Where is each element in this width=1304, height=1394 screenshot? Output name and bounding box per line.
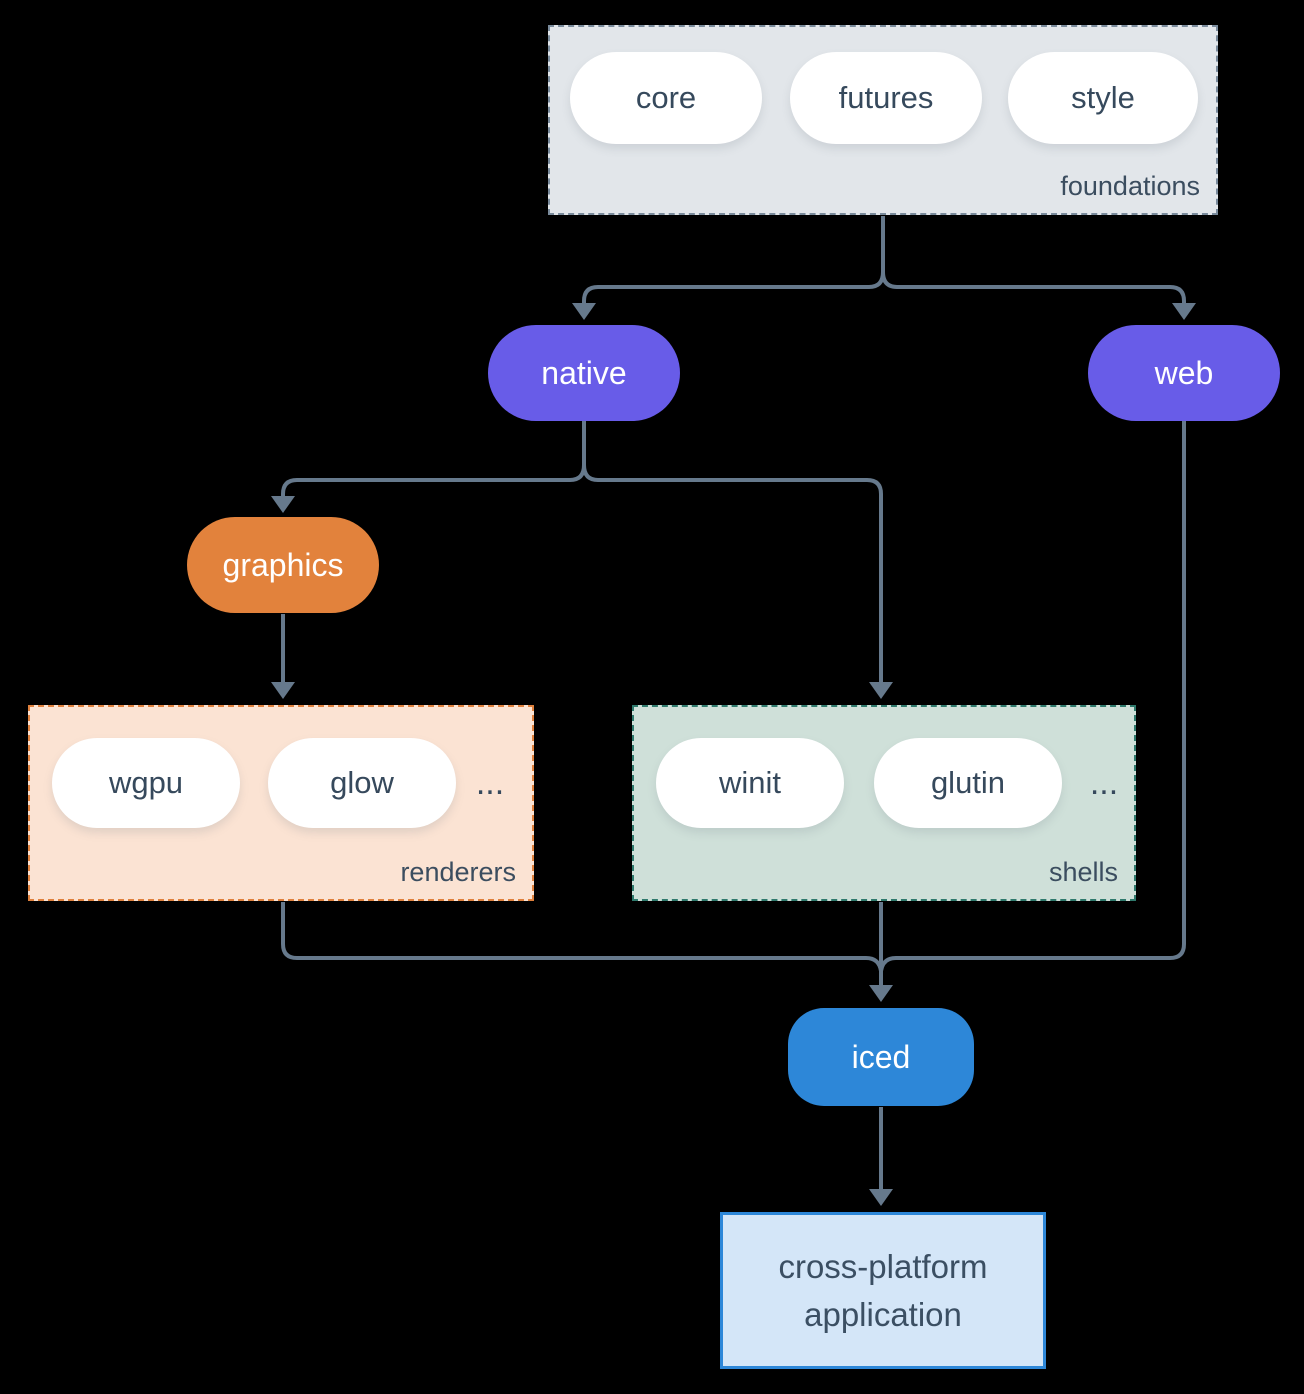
- edge-fork-native-left-fillet: [569, 464, 586, 482]
- edge-fork-native-right-fillet: [582, 464, 599, 482]
- node-core: core: [570, 52, 762, 144]
- edge-merge-right-fillet: [879, 956, 897, 972]
- node-wgpu: wgpu: [52, 738, 240, 828]
- foundations-group-label: foundations: [1060, 171, 1200, 201]
- node-web-label: web: [1154, 354, 1214, 391]
- node-web: web: [1088, 325, 1280, 421]
- shells-group-label: shells: [1048, 857, 1118, 887]
- foundations-box: core futures style foundations: [548, 25, 1218, 215]
- arrowhead-native: [572, 303, 596, 320]
- arrowhead-graphics: [271, 496, 295, 513]
- edge-foundations-native: [582, 285, 869, 305]
- cross-platform-application-box: cross-platform application: [720, 1212, 1046, 1369]
- node-glutin-label: glutin: [930, 765, 1006, 800]
- node-native-label: native: [541, 354, 627, 391]
- edge-native-shells: [598, 478, 883, 684]
- node-glutin: glutin: [874, 738, 1062, 828]
- edge-web-merge: [896, 421, 1186, 960]
- node-iced-label: iced: [851, 1038, 911, 1075]
- edge-foundations-web: [897, 285, 1186, 305]
- renderers-box: wgpu glow ... renderers: [28, 705, 534, 901]
- arrowhead-application: [869, 1189, 893, 1206]
- edge-fork-top-left-fillet: [868, 271, 885, 289]
- node-glow: glow: [268, 738, 456, 828]
- node-style: style: [1008, 52, 1198, 144]
- node-wgpu-label: wgpu: [108, 765, 184, 800]
- edge-native-graphics: [281, 478, 570, 498]
- node-core-label: core: [635, 80, 697, 115]
- node-style-label: style: [1071, 80, 1135, 115]
- node-futures-label: futures: [838, 80, 934, 115]
- renderers-group-label: renderers: [400, 857, 516, 887]
- shells-box: winit glutin ... shells: [632, 705, 1136, 901]
- node-glow-label: glow: [330, 765, 394, 800]
- node-winit: winit: [656, 738, 844, 828]
- cross-platform-application-label: cross-platform application: [778, 1247, 988, 1333]
- arrowhead-web: [1172, 303, 1196, 320]
- node-futures: futures: [790, 52, 982, 144]
- node-winit-label: winit: [718, 765, 781, 800]
- node-native: native: [488, 325, 680, 421]
- edge-merge-left-fillet: [865, 956, 883, 972]
- edge-renderers-merge: [281, 902, 866, 960]
- node-graphics-label: graphics: [222, 546, 344, 583]
- arrowhead-iced: [869, 985, 893, 1002]
- arrowhead-shells: [869, 682, 893, 699]
- shells-ellipsis: ...: [1089, 763, 1119, 802]
- edge-fork-top-right-fillet: [881, 271, 898, 289]
- node-graphics: graphics: [187, 517, 379, 613]
- arrowhead-renderers: [271, 682, 295, 699]
- renderers-ellipsis: ...: [475, 763, 505, 802]
- node-iced: iced: [788, 1008, 974, 1106]
